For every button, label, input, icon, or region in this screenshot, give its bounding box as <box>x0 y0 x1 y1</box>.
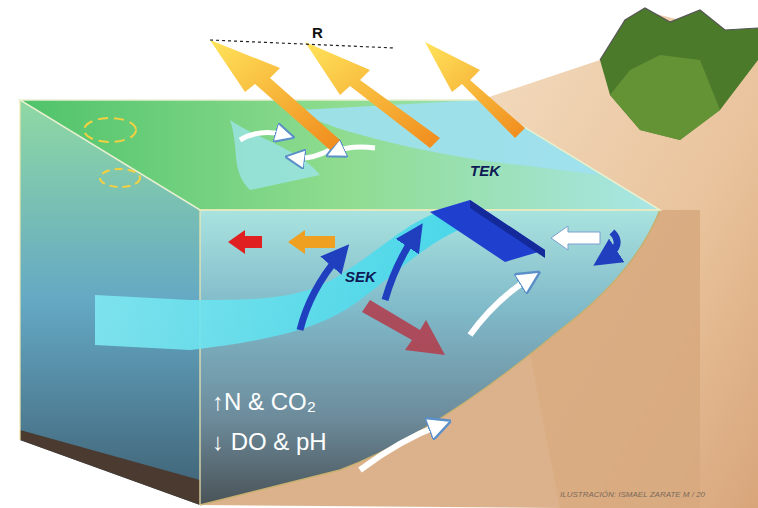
current-label: SEK <box>345 268 376 285</box>
chemistry-note: ↓ DO & pH <box>212 428 327 456</box>
watermark: ILUSTRACIÓN: ISMAEL ZARATE M / 20 <box>560 490 705 499</box>
wind-label: R <box>312 24 323 41</box>
current-label: TEK <box>470 162 500 179</box>
chemistry-note: ↑N & CO₂ <box>212 388 316 416</box>
